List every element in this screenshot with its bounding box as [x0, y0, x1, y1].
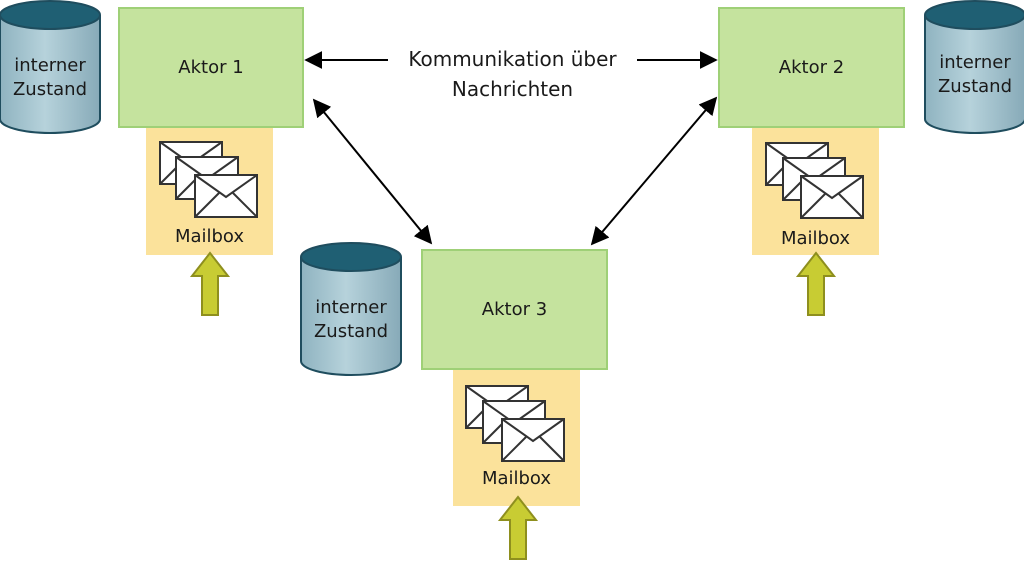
actor-label-2: Aktor 2 [778, 57, 845, 78]
up-arrow-icon-2 [795, 251, 837, 316]
envelope-icon [194, 174, 258, 218]
state-label-2: interner Zustand [925, 51, 1024, 99]
actor-label-3: Aktor 3 [481, 299, 548, 320]
double-arrow-icon-1-3 [312, 98, 433, 245]
state-label-line1: interner [14, 55, 86, 76]
caption-line2: Nachrichten [451, 77, 574, 101]
actor-box-1[interactable]: Aktor 1 [118, 7, 304, 128]
up-arrow-icon-3 [497, 495, 539, 560]
envelope-stack-1 [159, 141, 258, 218]
envelope-stack-3 [465, 385, 565, 462]
actor-box-3[interactable]: Aktor 3 [421, 249, 608, 370]
envelope-icon [501, 418, 565, 462]
state-label-1: interner Zustand [0, 54, 100, 102]
state-label-3: interner Zustand [301, 296, 401, 344]
up-arrow-icon-1 [189, 251, 231, 316]
state-label-line1: interner [939, 52, 1011, 73]
envelope-stack-2 [765, 142, 864, 219]
actor-label-1: Aktor 1 [178, 57, 244, 78]
state-label-line2: Zustand [937, 76, 1013, 97]
state-label-line2: Zustand [313, 321, 389, 342]
state-label-line2: Zustand [12, 79, 88, 100]
communication-caption: Kommunikation über Nachrichten [390, 44, 635, 104]
caption-line1: Kommunikation über [408, 47, 617, 71]
state-label-line1: interner [315, 297, 387, 318]
actor-box-2[interactable]: Aktor 2 [718, 7, 905, 128]
envelope-icon [800, 175, 864, 219]
double-arrow-icon-2-3 [590, 96, 718, 246]
